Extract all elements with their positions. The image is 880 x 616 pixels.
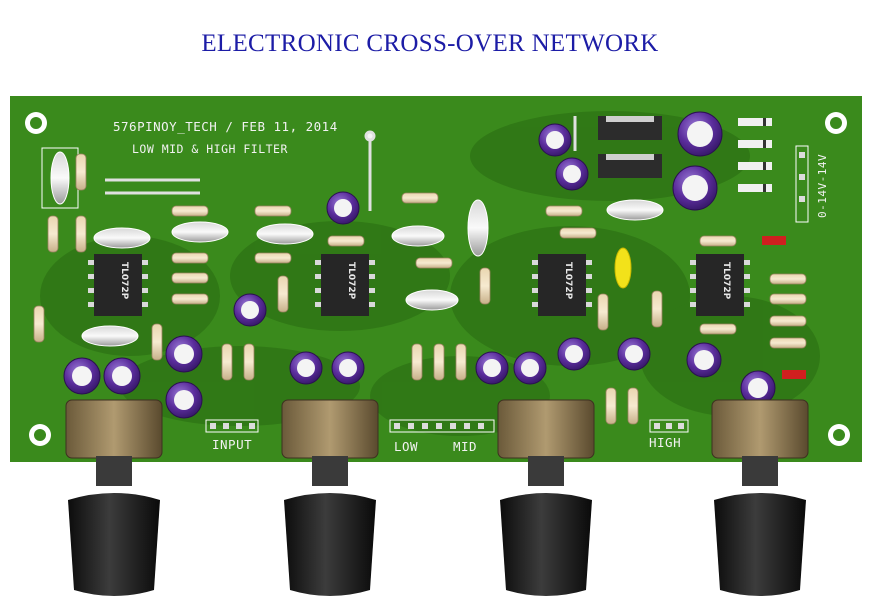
potentiometer-mid[interactable] xyxy=(497,399,595,596)
ic-chips xyxy=(88,254,750,316)
film-capacitors xyxy=(41,147,664,347)
voltage-regulators xyxy=(598,116,662,178)
header-pins xyxy=(205,145,809,433)
page-title: ELECTRONIC CROSS-OVER NETWORK xyxy=(201,30,659,57)
potentiometer-high[interactable] xyxy=(711,399,809,596)
knob-icon xyxy=(284,493,376,596)
author-date-label: 576PINOY_TECH / FEB 11, 2014 xyxy=(113,119,338,134)
potentiometer-low[interactable] xyxy=(281,399,379,596)
resistors xyxy=(33,153,807,425)
mid-label: MID xyxy=(453,439,478,454)
high-label: HIGH xyxy=(649,435,682,450)
potentiometer-input[interactable] xyxy=(65,399,163,596)
capacitor-tops xyxy=(72,121,768,410)
knob-icon xyxy=(68,493,160,596)
input-label: INPUT xyxy=(212,437,253,452)
knob-icon xyxy=(500,493,592,596)
mounting-holes xyxy=(25,112,850,446)
jumper-wires xyxy=(105,116,577,211)
pcb-board: 576PINOY_TECH / FEB 11, 2014 LOW MID & H… xyxy=(10,96,862,462)
filter-subtitle: LOW MID & HIGH FILTER xyxy=(132,142,288,156)
low-label: LOW xyxy=(394,439,419,454)
knob-icon xyxy=(714,493,806,596)
diodes xyxy=(738,118,806,379)
yellow-capacitor xyxy=(614,247,632,289)
